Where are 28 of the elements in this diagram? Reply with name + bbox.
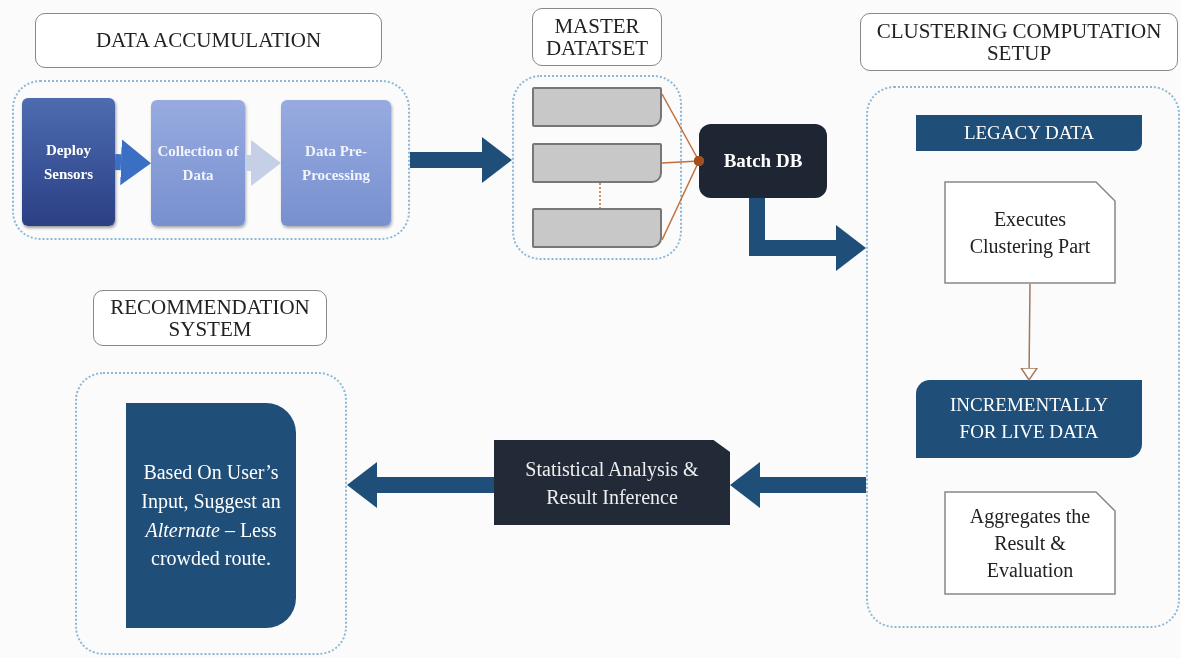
data-bar [532,208,662,248]
block-arrow [114,139,151,186]
header-box: DATA ACCUMULATION [35,13,382,68]
header-box: CLUSTERING COMPUTATION SETUP [860,13,1178,71]
document-box: Aggregates the Result & Evaluation [944,491,1116,595]
dashed-group-frame [12,80,410,240]
header-box: MASTER DATATSET [532,8,662,66]
process-box: Deploy Sensors [22,98,115,226]
process-box: Collection of Data [151,100,245,226]
process-box: Data Pre-Processing [281,100,391,226]
block-arrow [730,462,866,508]
block-arrow [245,140,281,186]
label-banner: INCREMENTALLY FOR LIVE DATA [916,380,1142,458]
process-box: Statistical Analysis & Result Inference [494,440,730,525]
label-banner: LEGACY DATA [916,115,1142,151]
block-arrow [410,137,512,183]
dashed-group-frame [866,86,1180,628]
recommendation-box: Based On User’s Input, Suggest an Alternate – Less crowded route. [126,403,296,628]
database-box: Batch DB [699,124,827,198]
arrow [1020,283,1038,381]
dashed-group-frame [512,75,682,260]
document-box: Executes Clustering Part [944,181,1116,284]
dashed-group-frame [75,372,347,655]
block-arrow [347,462,494,508]
data-bar [532,143,662,183]
connector-line [599,182,601,209]
data-bar [532,87,662,127]
header-box: RECOMMENDATION SYSTEM [93,290,327,346]
